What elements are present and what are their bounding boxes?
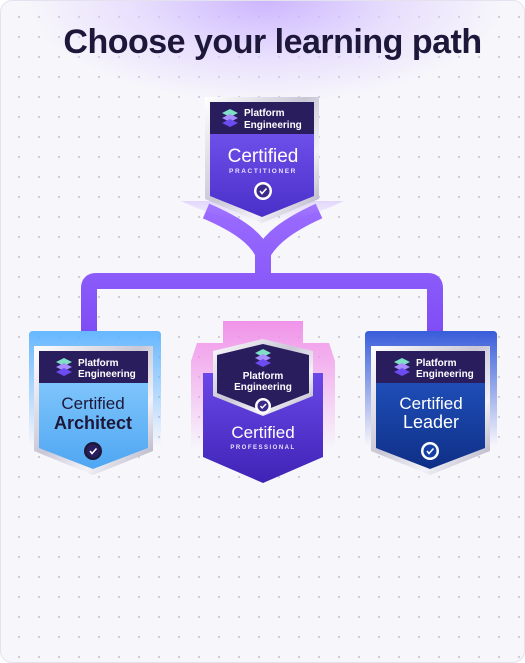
connector-to-leader bbox=[255, 203, 443, 331]
brand-line2: Engineering bbox=[416, 369, 474, 380]
level-label: PROFESSIONAL bbox=[230, 445, 295, 451]
badge-leader[interactable]: Platform Engineering Certified Leader bbox=[371, 346, 490, 475]
badge-architect[interactable]: Platform Engineering Certified Architect bbox=[34, 346, 153, 475]
certified-label: Certified bbox=[231, 423, 294, 442]
platform-engineering-logo-icon bbox=[56, 358, 72, 376]
certified-label: Certified bbox=[61, 394, 124, 413]
page-title: Choose your learning path bbox=[63, 23, 482, 61]
certified-label: Certified bbox=[228, 146, 299, 167]
level-label: Architect bbox=[54, 413, 132, 433]
connector-to-architect bbox=[81, 203, 271, 331]
brand-line1: Platform bbox=[243, 371, 284, 382]
check-seal-icon bbox=[255, 398, 271, 414]
check-seal-icon bbox=[254, 182, 272, 200]
brand-line2: Engineering bbox=[78, 369, 136, 380]
header-glow bbox=[31, 1, 501, 101]
badge-professional[interactable]: Platform Engineering Certified PROFESSIO… bbox=[203, 339, 323, 483]
brand-line1: Platform bbox=[416, 358, 457, 369]
check-seal-icon bbox=[84, 442, 102, 460]
platform-engineering-logo-icon bbox=[222, 109, 238, 127]
brand-line1: Platform bbox=[78, 358, 119, 369]
platform-engineering-logo-icon bbox=[394, 358, 410, 376]
level-label: PRACTITIONER bbox=[229, 168, 297, 175]
brand-line1: Platform bbox=[244, 108, 285, 119]
brand-line2: Engineering bbox=[244, 120, 302, 131]
level-label: Leader bbox=[403, 412, 459, 432]
badge-practitioner[interactable]: Platform Engineering Certified PRACTITIO… bbox=[205, 97, 319, 223]
certified-label: Certified bbox=[399, 394, 462, 413]
platform-engineering-logo-icon bbox=[255, 349, 271, 367]
brand-bar bbox=[217, 344, 309, 411]
brand-line2: Engineering bbox=[234, 382, 292, 393]
check-seal-icon bbox=[421, 442, 439, 460]
